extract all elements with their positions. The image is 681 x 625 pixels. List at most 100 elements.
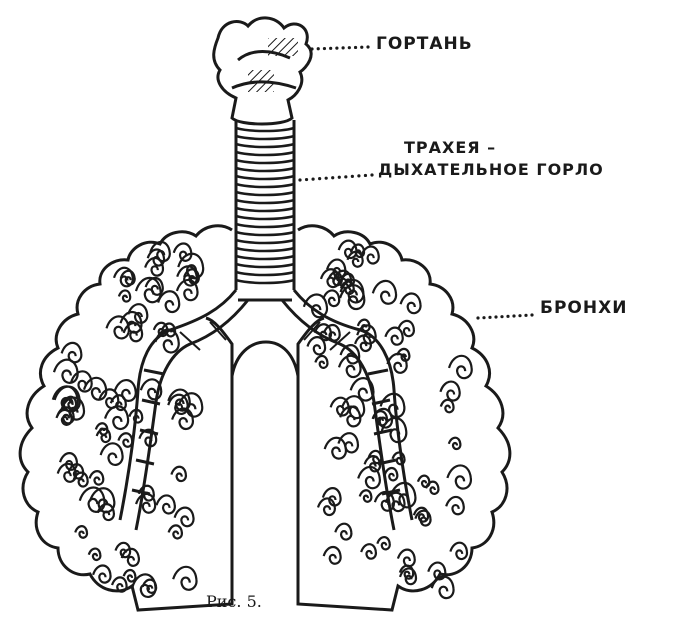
leader-dot — [512, 314, 515, 317]
trachea-ring — [236, 128, 294, 131]
lung-lobule — [318, 498, 335, 515]
lung-lobule — [401, 294, 421, 314]
leader-dot — [318, 177, 321, 180]
trachea-ring — [236, 264, 294, 267]
trachea-ring — [236, 272, 294, 275]
lung-lobule — [177, 280, 198, 300]
trachea-ring — [236, 152, 294, 155]
leader-dot — [524, 314, 527, 317]
trachea-label-line1: ТРАХЕЯ – — [404, 138, 496, 157]
lung-lobule — [323, 488, 341, 505]
lung-lobule — [357, 325, 375, 343]
lung-lobule — [325, 438, 346, 459]
leader-dot — [344, 175, 347, 178]
lung-lobule — [118, 433, 132, 447]
leader-dot — [364, 174, 367, 177]
trachea-drawing — [236, 120, 294, 290]
lung-lobule — [315, 356, 327, 368]
lung-lobule — [339, 356, 361, 377]
figure-caption: Рис. 5. — [206, 592, 262, 611]
lung-lobule — [385, 468, 398, 480]
lung-lobule — [449, 438, 461, 449]
trachea-ring — [236, 176, 294, 179]
lung-lobule — [324, 547, 341, 564]
lung-lobule — [447, 465, 471, 488]
leader-dot — [494, 315, 497, 318]
lung-lobule — [307, 337, 325, 354]
lung-lobule — [373, 281, 396, 304]
trachea-ring — [236, 184, 294, 187]
trachea-ring — [236, 208, 294, 211]
leader-dot — [329, 47, 332, 50]
lung-lobule — [157, 495, 175, 513]
lung-lobule — [450, 543, 467, 559]
trachea-ring — [236, 192, 294, 195]
trachea-ring — [236, 136, 294, 139]
leader-dot — [500, 315, 503, 318]
trachea-ring — [236, 200, 294, 203]
leader-dot — [366, 45, 369, 48]
lung-lobule — [441, 400, 454, 413]
leader-dot — [335, 47, 338, 50]
lung-lobule — [377, 537, 389, 549]
trachea-ring — [236, 224, 294, 227]
lung-lobule — [84, 378, 106, 400]
leader-dot — [305, 178, 308, 181]
lung-lobule — [340, 285, 364, 309]
lung-lobule — [398, 321, 414, 336]
lung-lobule — [361, 544, 376, 559]
lung-lobule — [358, 467, 380, 488]
lung-lobule — [75, 526, 87, 538]
lung-lobule — [360, 490, 372, 501]
lung-lobule — [89, 549, 101, 560]
lung-lobule — [90, 471, 104, 484]
trachea-ring — [236, 232, 294, 235]
leader-dot — [298, 178, 301, 181]
leader-dot — [357, 174, 360, 177]
leader-dot — [506, 315, 509, 318]
lung-lobule — [426, 482, 438, 494]
larynx-drawing — [214, 18, 311, 124]
trachea-ring — [236, 280, 294, 283]
leader-dot — [323, 47, 326, 50]
leader-dot — [317, 47, 320, 50]
leader-dot — [310, 47, 313, 50]
leader-dot — [360, 46, 363, 49]
lung-lobule — [385, 328, 402, 345]
lung-lobule — [339, 241, 357, 258]
lung-lobule — [171, 467, 185, 481]
trachea-label-line2: ДЫХАТЕЛЬНОЕ ГОРЛО — [378, 160, 604, 179]
trachea-ring — [236, 256, 294, 259]
lung-lobule — [105, 406, 128, 429]
lung-lobule — [143, 580, 156, 593]
trachea-ring — [236, 240, 294, 243]
leader-dot — [476, 316, 479, 319]
leader-dot — [488, 316, 491, 319]
trachea-ring — [236, 216, 294, 219]
lung-lobule — [338, 433, 358, 452]
leader-dot — [354, 46, 357, 49]
leader-dot — [351, 175, 354, 178]
trachea-ring — [236, 144, 294, 147]
trachea-ring — [236, 168, 294, 171]
lung-lobule — [446, 497, 464, 514]
lung-lobule — [398, 550, 415, 567]
leader-dot — [311, 177, 314, 180]
lung-lobule — [449, 356, 472, 378]
lung-lobule — [101, 443, 123, 465]
larynx-label: ГОРТАНЬ — [376, 34, 473, 54]
bronchi-label: БРОНХИ — [540, 298, 627, 318]
leader-dot — [342, 46, 345, 49]
lung-lobule — [335, 524, 351, 540]
leader-dot — [518, 314, 521, 317]
leader-dot — [348, 46, 351, 49]
leader-dot — [338, 176, 341, 179]
leader-dot — [331, 176, 334, 179]
lung-lobule — [432, 577, 454, 598]
lung-lobule — [119, 290, 130, 301]
lung-lobule — [175, 508, 194, 527]
lung-lobule — [158, 291, 179, 312]
leader-dot — [530, 313, 533, 316]
trachea-ring — [236, 160, 294, 163]
lung-lobule — [173, 567, 196, 590]
